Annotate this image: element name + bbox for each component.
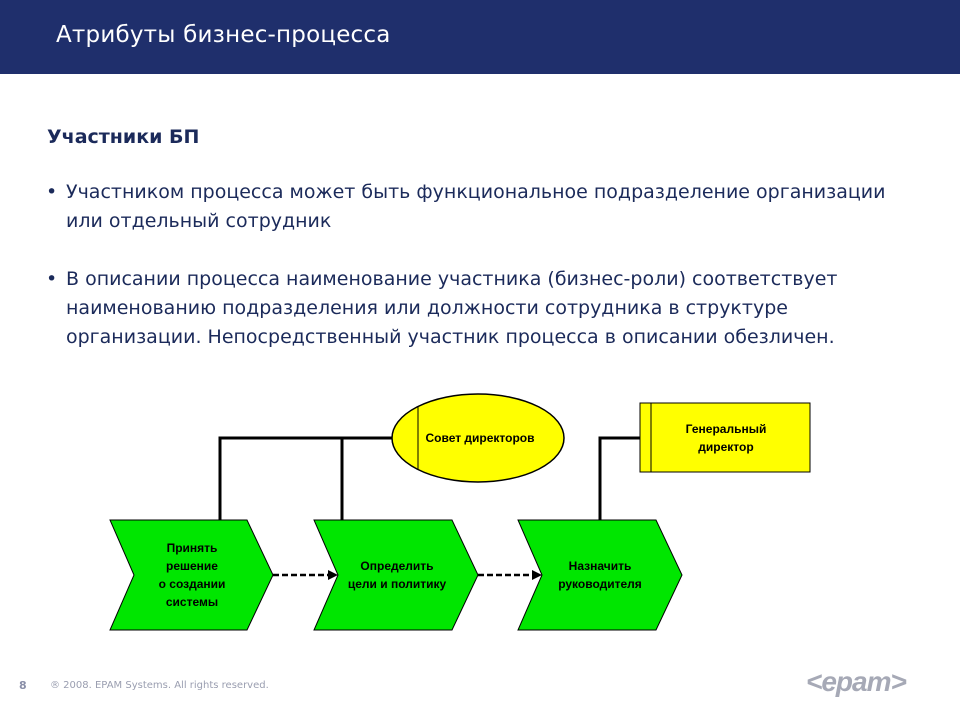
bullet-item: • Участником процесса может быть функцио… [46,178,896,236]
function-f2-line1: Определить [360,559,433,573]
function-f1 [109,519,274,631]
bullet-marker: • [46,268,58,290]
function-f1-line2: решение [166,559,218,573]
participant-board-label: Совет директоров [425,431,534,445]
function-f2 [313,519,479,631]
function-f1-line4: системы [166,595,218,609]
participant-board [391,393,565,483]
function-f3 [517,519,683,631]
process-diagram: Совет директоров Генеральный директор Пр… [109,393,811,631]
connector-ceo-f3 [598,436,640,520]
function-f1-line3: о создании [159,577,226,591]
bullet-item: • В описании процесса наименование участ… [46,265,896,352]
participant-ceo-label-line2: директор [698,440,753,454]
participant-ceo-label-line1: Генеральный [686,422,767,436]
epam-logo: <epam> [806,666,907,697]
page-title: Атрибуты бизнес-процесса [56,22,391,48]
arrowhead-f1-f2 [328,570,338,580]
section-title: Участники БП [47,126,200,148]
bullet-text: Участником процесса может быть функциона… [66,181,886,232]
function-f3-line2: руководителя [558,577,642,591]
function-f3-line1: Назначить [569,559,632,573]
header-bar: Атрибуты бизнес-процесса [0,0,960,74]
connector-board-f1 [218,436,393,520]
bullet-text: В описании процесса наименование участни… [66,268,838,348]
arrowhead-f2-f3 [532,570,542,580]
participant-ceo [639,402,811,473]
page-number: 8 [19,679,27,692]
bullet-marker: • [46,181,58,203]
function-f2-line2: цели и политику [348,577,447,591]
copyright-text: ® 2008. EPAM Systems. All rights reserve… [50,680,269,691]
function-f1-line1: Принять [167,541,218,555]
